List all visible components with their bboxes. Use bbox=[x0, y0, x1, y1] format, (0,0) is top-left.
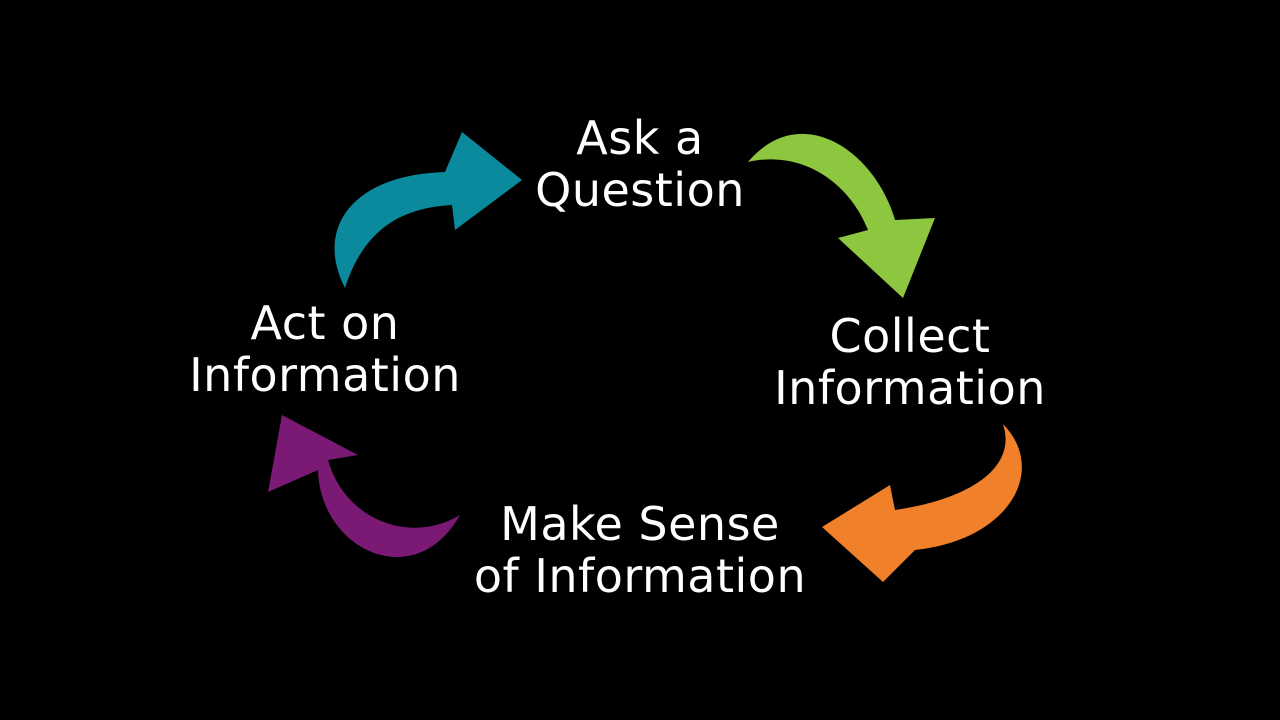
step-act-line-2: Information bbox=[189, 348, 461, 402]
step-collect-line-1: Collect bbox=[829, 309, 991, 363]
step-collect-line-2: Information bbox=[774, 361, 1046, 415]
arrow-sense-to-act bbox=[268, 415, 460, 558]
step-act-line-1: Act on bbox=[250, 296, 400, 350]
step-sense-line-1: Make Sense bbox=[500, 497, 780, 551]
step-act-on-information: Act on Information bbox=[165, 297, 485, 401]
step-sense-line-2: of Information bbox=[473, 549, 807, 603]
step-make-sense-of-information: Make Sense of Information bbox=[445, 498, 835, 602]
step-ask-a-question: Ask a Question bbox=[500, 112, 780, 216]
step-ask-line-1: Ask a bbox=[576, 111, 704, 165]
step-ask-line-2: Question bbox=[535, 163, 745, 217]
arrow-collect-to-sense bbox=[822, 424, 1022, 582]
arrow-act-to-ask bbox=[334, 132, 522, 288]
step-collect-information: Collect Information bbox=[750, 310, 1070, 414]
arrow-ask-to-collect bbox=[748, 133, 935, 298]
